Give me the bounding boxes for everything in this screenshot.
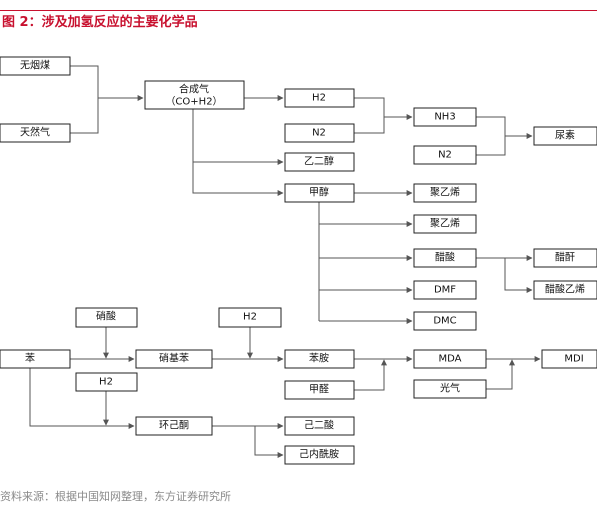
connector-phosgene-mdi (486, 359, 515, 390)
node-mda: MDA (413, 349, 487, 369)
node-ethylene-glycol-label: 乙二醇 (304, 155, 334, 168)
node-vinyl-acetate: 醋酸乙烯 (533, 280, 597, 300)
node-nitric-acid: 硝酸 (75, 307, 138, 328)
node-methanol-label: 甲醇 (309, 186, 329, 199)
node-h2-a: H2 (284, 88, 355, 108)
node-anthracite: 无烟煤 (0, 56, 71, 76)
node-adipic-acid-label: 己二酸 (304, 419, 334, 432)
node-dmc: DMC (413, 311, 477, 331)
node-acetic-anhydride: 醋酐 (533, 248, 597, 268)
node-formaldehyde: 甲醛 (284, 380, 355, 400)
node-aniline-label: 苯胺 (309, 352, 329, 365)
connector-syngas-ethylene-glycol (192, 109, 284, 165)
connector-h2-nh3 (354, 97, 413, 120)
figure-title: 图 2：涉及加氢反应的主要化学品 (0, 10, 597, 36)
node-natural-gas: 天然气 (0, 123, 71, 143)
node-h2-c: H2 (75, 372, 138, 392)
node-mdi: MDI (541, 349, 597, 369)
node-nh3-label: NH3 (434, 112, 455, 123)
node-caprolactam: 己内酰胺 (284, 445, 355, 465)
node-nh3: NH3 (413, 107, 477, 127)
node-dmc-label: DMC (433, 316, 456, 327)
node-mda-label: MDA (439, 354, 462, 365)
connector-acetic-vinyl-acetate (504, 258, 533, 293)
node-anthracite-label: 无烟煤 (20, 59, 50, 72)
node-phosgene: 光气 (413, 379, 487, 399)
node-h2-c-label: H2 (99, 377, 113, 388)
connector-gas-syngas (70, 98, 99, 134)
node-cyclohexanone: 环己酮 (135, 416, 213, 436)
node-dmf-label: DMF (434, 285, 456, 296)
node-ethylene-glycol: 乙二醇 (284, 152, 355, 172)
node-caprolactam-label: 己内酰胺 (299, 448, 339, 461)
node-polyethylene-a: 聚乙烯 (413, 183, 477, 203)
node-polyethylene-a-label: 聚乙烯 (430, 186, 460, 199)
node-nitrobenzene: 硝基苯 (135, 349, 213, 369)
node-nitric-acid-label: 硝酸 (96, 310, 116, 323)
connector-nh3-urea (476, 116, 533, 139)
connector-anthracite-syngas (70, 65, 144, 101)
node-n2-b-label: N2 (438, 150, 452, 161)
node-adipic-acid: 己二酸 (284, 416, 355, 436)
node-polyethylene-b: 聚乙烯 (413, 214, 477, 234)
node-dmf: DMF (413, 280, 477, 300)
node-mdi-label: MDI (564, 354, 583, 365)
node-h2-b: H2 (218, 307, 282, 328)
connector-cyclohexanone-caprolactam (254, 426, 284, 458)
node-urea-label: 尿素 (555, 129, 575, 142)
node-syngas-label: 合成气 (179, 83, 209, 96)
connector-benzene-cyclohexanone (29, 367, 135, 429)
node-h2-a-label: H2 (312, 93, 326, 104)
connector-n2-nh3 (354, 117, 385, 134)
node-cyclohexanone-label: 环己酮 (159, 420, 189, 432)
node-aniline: 苯胺 (284, 349, 355, 369)
node-natural-gas-label: 天然气 (20, 126, 50, 139)
node-acetic-acid: 醋酸 (413, 248, 477, 268)
connector-formaldehyde-mda (354, 359, 387, 391)
source-note: 资料来源：根据中国知网整理，东方证券研究所 (0, 490, 231, 503)
node-acetic-acid-label: 醋酸 (435, 251, 455, 264)
node-nitrobenzene-label: 硝基苯 (159, 352, 189, 365)
node-n2-a-label: N2 (312, 128, 326, 139)
node-methanol: 甲醇 (284, 183, 355, 203)
node-n2-a: N2 (284, 123, 355, 143)
node-acetic-anhydride-label: 醋酐 (555, 251, 575, 264)
node-benzene-label: 苯 (25, 352, 35, 365)
node-n2-b: N2 (413, 145, 477, 165)
node-syngas: 合成气 （CO+H2） (144, 80, 245, 110)
node-h2-b-label: H2 (243, 312, 257, 323)
node-urea: 尿素 (533, 126, 597, 146)
connector-lines (29, 65, 541, 458)
node-polyethylene-b-label: 聚乙烯 (430, 217, 460, 230)
node-formaldehyde-label: 甲醛 (309, 383, 329, 396)
node-syngas-formula: （CO+H2） (165, 96, 222, 108)
node-benzene: 苯 (0, 349, 71, 369)
connector-n2b-urea (476, 136, 506, 156)
node-vinyl-acetate-label: 醋酸乙烯 (545, 283, 585, 296)
connector-syngas-methanol (192, 162, 284, 196)
node-phosgene-label: 光气 (440, 382, 460, 395)
